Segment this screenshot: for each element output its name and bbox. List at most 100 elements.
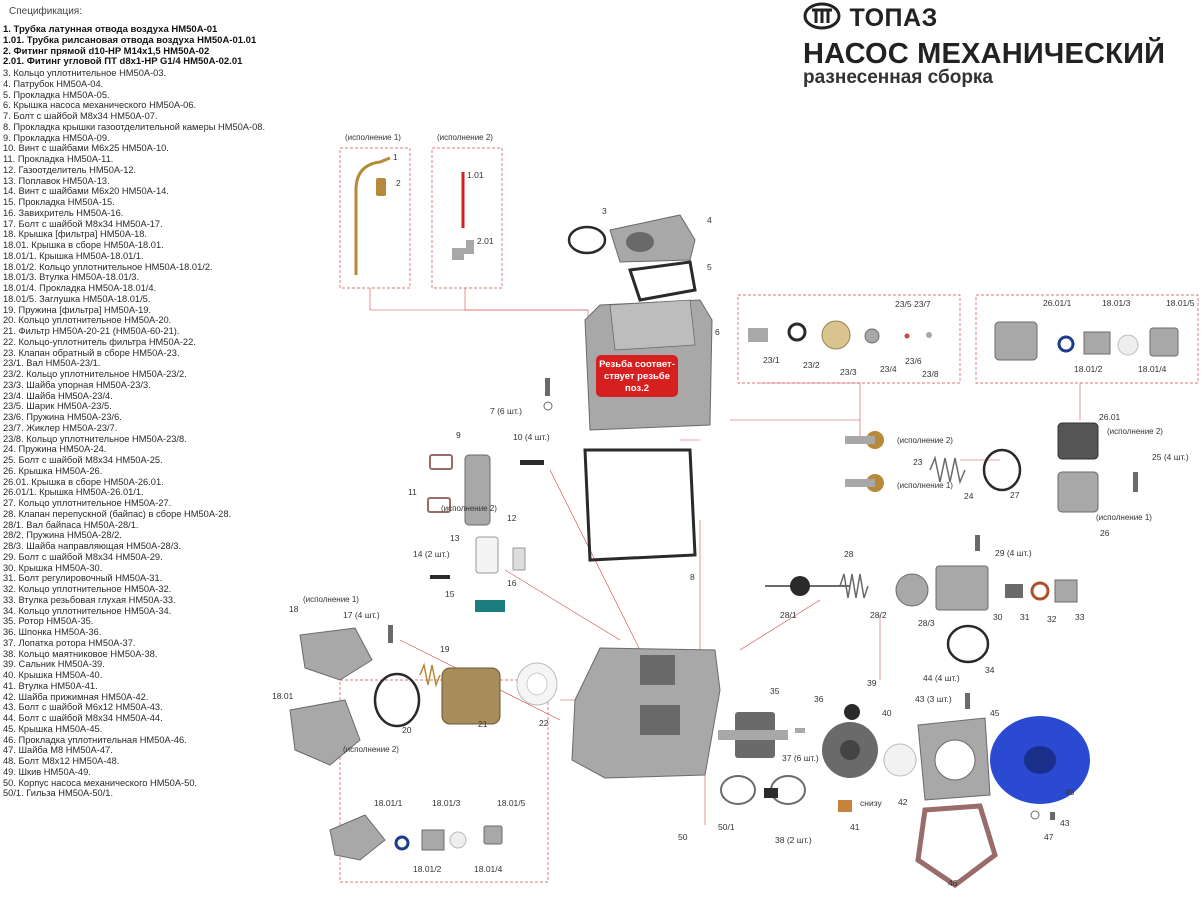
cover-26-01-1 [994,321,1038,361]
part-label: 2.01 [477,236,494,246]
specification-item: 29. Болт с шайбой М8х34 НМ50А-29. [3,551,163,562]
part-label: (исполнение 1) [897,481,953,490]
specification-item: 18.01/2. Кольцо уплотнительное НМ50А-18.… [3,261,213,272]
gasket-18-01-4 [449,831,467,849]
part-label: 18.01/5 [1166,298,1195,308]
specification-item: 1.01. Трубка рилсановая отвода воздуха Н… [3,34,257,46]
specification-item: 21. Фильтр НМ50А-20-21 (НМ50А-60-21). [3,326,180,336]
specification-item: 2.01. Фитинг угловой ПТ d8x1-HP G1/4 НМ5… [3,56,243,68]
part-label: 28/1 [780,610,797,620]
part-label: 21 [478,719,488,729]
diagram-subtitle: разнесенная сборка [803,67,993,88]
specification-item: 22. Кольцо-уплотнитель фильтра НМ50А-22. [3,336,196,347]
specification-item: 48. Болт М8х12 НМ50А-48. [3,756,120,766]
gas-separator [464,454,491,526]
part-label: 18.01/2 [1074,364,1103,374]
cover-18-01-1 [329,814,386,861]
pulley-hub [1024,746,1056,774]
part-label: 10 (4 шт.) [513,432,550,442]
specification-item: 13. Поплавок НМ50А-13. [3,175,110,186]
filter-seal-hole [526,672,548,696]
variant-frame [737,294,961,384]
specification-item: 31. Болт регулировочный НМ50А-31. [3,573,163,584]
fitting-angular [452,240,474,260]
float [475,536,499,574]
part-label: 1.01 [467,170,484,180]
specification-item: 28/2. Пружина НМ50А-28/2. [3,530,122,541]
topaz-logo-icon [803,2,841,35]
part-label: 26.01 [1099,412,1121,422]
specification-item: 6. Крышка насоса механического НМ50А-06. [3,100,197,111]
part-label: 46 [948,878,958,888]
part-label: 23/4 [880,364,897,374]
gasket-11 [427,497,451,513]
specification-item: 18.01/1. Крышка НМ50А-18.01/1. [3,250,144,261]
specification-item: 50. Корпус насоса механического НМ50А-50… [3,777,198,788]
part-label: 24 [964,491,974,501]
specification-item: 39. Сальник НМ50А-39. [3,659,105,670]
bypass-spring [839,573,869,599]
bolt [545,378,550,396]
part-label: (исполнение 1) [345,133,401,142]
diagram-title: НАСОС МЕХАНИЧЕСКИЙ [803,38,1166,70]
bolt-44 [965,693,970,709]
leader-line [504,569,621,641]
specification-item: 23/7. Жиклер НМ50А-23/7. [3,422,118,433]
part-label: 37 (6 шт.) [782,753,819,763]
variant-frame [339,147,411,289]
bolt-48 [1050,812,1055,820]
specification-title: Спецификация: [9,6,82,17]
o-ring-34 [946,624,990,664]
part-label: 35 [770,686,780,696]
part-label: 17 (4 шт.) [343,610,380,620]
specification-item: 14. Винт с шайбами М6х20 НМ50А-14. [3,186,169,197]
part-label: 1 [393,152,398,162]
specification-item: 47. Шайба М8 НМ50А-47. [3,745,113,756]
o-ring-18-01-2 [394,835,410,851]
screw-10 [520,460,544,465]
part-label: 18.01/1 [374,798,403,808]
part-label: (исполнение 2) [343,745,399,754]
specification-item: 50/1. Гильза НМ50А-50/1. [3,788,114,799]
leader-line [760,382,861,420]
part-label: 18.01/3 [432,798,461,808]
specification-item: 10. Винт с шайбами М6х25 НМ50А-10. [3,143,169,154]
thread-note-text: поз.2 [625,383,649,394]
part-label: 43 (3 шт.) [915,694,952,704]
specification-item: 35. Ротор НМ50А-35. [3,616,94,627]
rotor-shaft [718,730,788,740]
adjusting-bolt [1005,584,1023,598]
specification-item: 42. Шайба прижимная НМ50А-42. [3,691,149,702]
specification-item: 18.01/4. Прокладка НМ50А-18.01/4. [3,283,157,293]
gasket [628,260,697,302]
specification-item: 23/4. Шайба НМ50А-23/4. [3,390,113,401]
jet-23-7 [926,332,932,338]
part-label: 26.01/1 [1043,298,1072,308]
part-label: 14 (2 шт.) [413,549,450,559]
part-label: 4 [707,215,712,225]
part-label: 6 [715,327,720,337]
filter-cover [299,627,373,681]
specification-item: 19. Пружина [фильтра] НМ50А-19. [3,304,152,315]
part-label: 44 (4 шт.) [923,673,960,683]
filter-spring [419,662,441,688]
part-label: 23/7 [914,299,931,309]
thrust-washer-23-3 [821,320,851,350]
brand-name: ТОПАЗ [849,4,938,32]
part-label: 18.01/3 [1102,298,1131,308]
specification-item: 20. Кольцо уплотнительное НМ50А-20. [3,315,172,326]
part-label: 15 [445,589,455,599]
part-label: 27 [1010,490,1020,500]
plug-18-01-5 [483,825,503,845]
part-label: 42 [898,797,908,807]
part-label: 45 [990,708,1000,718]
part-label: 7 (6 шт.) [490,406,522,416]
brand-header: ТОПАЗ [803,2,938,35]
housing-port [640,655,675,685]
specification-item: 40. Крышка НМ50А-40. [3,670,103,680]
cover-40-hub [840,740,860,760]
part-label: (исполнение 2) [897,436,953,445]
branch-pipe-bore [626,232,654,252]
part-label: 26 [1100,528,1110,538]
bolt-25 [1133,472,1138,492]
